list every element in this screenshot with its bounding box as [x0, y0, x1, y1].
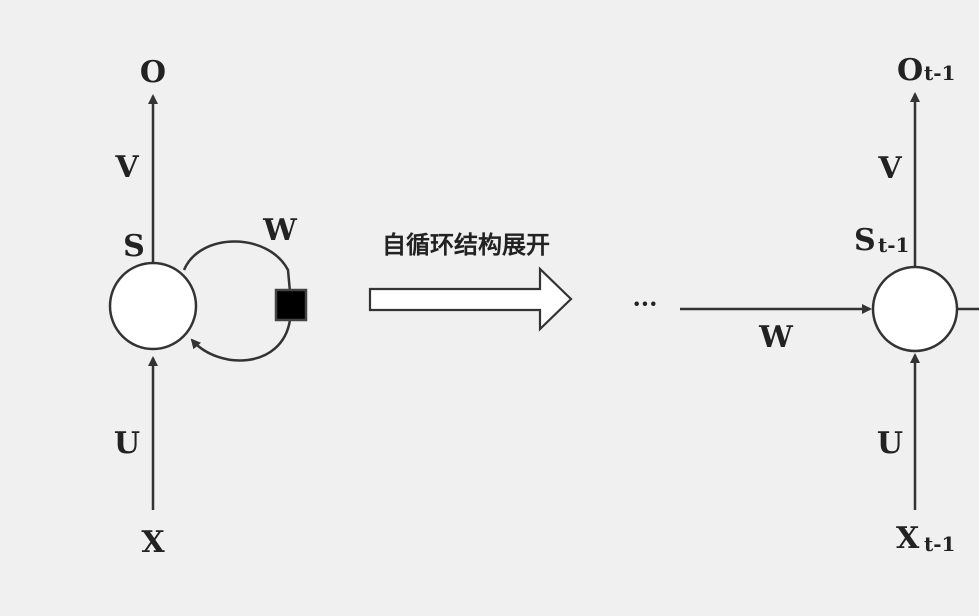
- left-state-node: [108, 261, 198, 351]
- right-state-base: S: [854, 223, 876, 258]
- right-output-label: O t-1: [897, 53, 955, 88]
- left-state-label: S: [123, 229, 145, 264]
- unfold-caption: 自循环结构展开: [382, 231, 550, 259]
- right-state-node: [871, 265, 959, 353]
- right-output-sub: t-1: [924, 61, 955, 85]
- left-v-label: V: [114, 150, 139, 185]
- right-w-label: W: [758, 320, 794, 355]
- left-self-loop-upper: [182, 240, 292, 293]
- right-ellipsis: ···: [632, 289, 657, 318]
- left-w-label: W: [262, 213, 298, 248]
- left-self-loop-lower: [190, 319, 292, 362]
- right-input-label: X t-1: [896, 521, 955, 556]
- left-output-label: O: [140, 55, 166, 90]
- left-u-label: U: [114, 426, 140, 461]
- unfold-arrow: [368, 266, 573, 332]
- right-u-label: U: [877, 426, 903, 461]
- right-v-label: V: [877, 151, 902, 186]
- delay-square: [274, 288, 308, 322]
- left-input-label: X: [141, 525, 165, 560]
- right-input-base: X: [896, 521, 920, 556]
- right-state-sub: t-1: [878, 233, 909, 257]
- right-state-label: S t-1: [854, 223, 909, 258]
- right-input-sub: t-1: [924, 532, 955, 556]
- right-output-base: O: [897, 53, 923, 88]
